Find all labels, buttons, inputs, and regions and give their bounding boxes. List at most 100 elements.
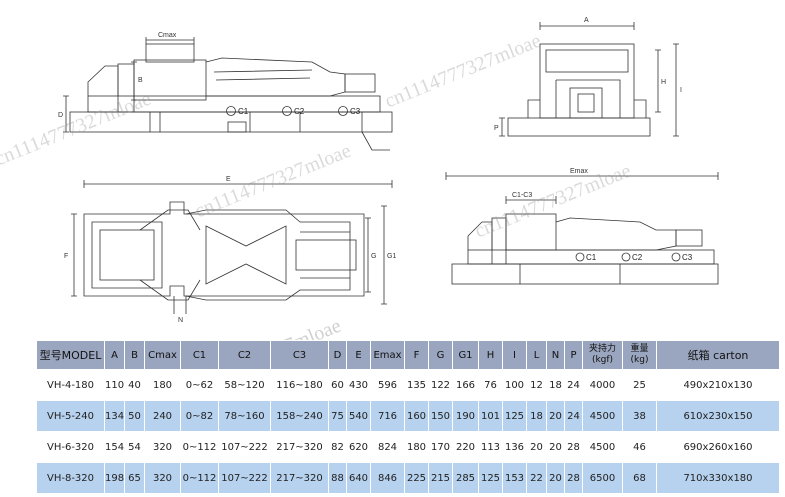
table-cell: 198: [104, 462, 125, 494]
header-b: B: [124, 340, 145, 370]
table-cell: 0~112: [180, 462, 219, 494]
table-cell: 4000: [582, 369, 623, 401]
table-cell: 100: [502, 369, 527, 401]
table-cell: 0~62: [180, 369, 219, 401]
header-a: A: [104, 340, 125, 370]
table-cell: 0~82: [180, 400, 219, 432]
table-cell: 154: [104, 431, 125, 463]
table-cell: 846: [370, 462, 405, 494]
g1-dimension-line: [381, 205, 387, 305]
table-header-row: 型号MODEL A B Cmax C1 C2 C3 D E Emax F G G…: [36, 340, 780, 370]
table-cell: 0~112: [180, 431, 219, 463]
label-c1: C1: [238, 107, 249, 116]
table-cell: 285: [452, 462, 479, 494]
table-cell: 4500: [582, 400, 623, 432]
table-cell: 6500: [582, 462, 623, 494]
table-cell: 716: [370, 400, 405, 432]
table-cell: 240: [144, 400, 181, 432]
l-leader-line: [361, 131, 390, 151]
label-f: F: [64, 253, 68, 260]
side-view-drawing: [69, 43, 393, 133]
table-cell: 76: [478, 369, 503, 401]
label-g: G: [371, 253, 376, 260]
table-cell: 125: [502, 400, 527, 432]
table-cell: 107~222: [218, 462, 271, 494]
label-c2-2: C2: [632, 253, 643, 262]
spec-table: 型号MODEL A B Cmax C1 C2 C3 D E Emax F G G…: [36, 340, 780, 494]
cell-model: VH-5-240: [36, 400, 105, 432]
table-cell: 78~160: [218, 400, 271, 432]
table-cell: 320: [144, 462, 181, 494]
table-cell: 28: [564, 431, 583, 463]
table-cell: 58~120: [218, 369, 271, 401]
header-model: 型号MODEL: [36, 340, 105, 370]
h-dimension-line: [655, 49, 661, 113]
table-cell: 88: [328, 462, 347, 494]
header-p: P: [564, 340, 583, 370]
a-dimension-line: [539, 22, 635, 30]
label-emax: Emax: [570, 168, 588, 175]
table-cell: 824: [370, 431, 405, 463]
side-view-open-drawing: [451, 213, 719, 285]
table-cell: 180: [404, 431, 429, 463]
b-dimension-line: [131, 61, 137, 101]
label-e: E: [226, 176, 231, 183]
cell-model: VH-4-180: [36, 369, 105, 401]
cell-model: VH-8-320: [36, 462, 105, 494]
label-b: B: [138, 77, 143, 84]
header-c3: C3: [270, 340, 329, 370]
table-cell: 134: [104, 400, 125, 432]
label-p: P: [494, 125, 499, 132]
table-cell: 170: [428, 431, 453, 463]
label-d: D: [58, 112, 63, 119]
table-cell: 150: [428, 400, 453, 432]
p-dimension-line: [499, 117, 505, 137]
c3-bolt-hole-2: [671, 252, 681, 262]
table-cell: 82: [328, 431, 347, 463]
table-cell: 46: [622, 431, 657, 463]
table-cell: 160: [404, 400, 429, 432]
e-dimension-line: [83, 180, 393, 188]
table-cell: 158~240: [270, 400, 329, 432]
table-cell: 107~222: [218, 431, 271, 463]
table-cell: 135: [404, 369, 429, 401]
c1-c3-dimension-line: [505, 196, 557, 204]
header-l: L: [526, 340, 547, 370]
d-dimension-line: [63, 95, 69, 133]
table-cell: 75: [328, 400, 347, 432]
header-cmax: Cmax: [144, 340, 181, 370]
table-cell: 166: [452, 369, 479, 401]
header-n: N: [546, 340, 565, 370]
table-cell: 122: [428, 369, 453, 401]
table-cell: 320: [144, 431, 181, 463]
table-cell: 20: [526, 431, 547, 463]
table-cell: 60: [328, 369, 347, 401]
table-cell: 217~320: [270, 431, 329, 463]
label-h: H: [661, 79, 666, 86]
technical-drawings: Cmax B D C1 C2 C3 E F G G1 N A H I P Ema…: [58, 17, 719, 324]
table-cell: 430: [346, 369, 371, 401]
table-cell: 54: [124, 431, 145, 463]
table-cell: 640: [346, 462, 371, 494]
table-cell: 710x330x180: [656, 462, 780, 494]
emax-dimension-line: [445, 172, 719, 180]
table-cell: 20: [546, 431, 565, 463]
table-cell: 190: [452, 400, 479, 432]
header-clamping-force: 夹持力 (kgf): [582, 340, 623, 370]
c1-bolt-hole: [226, 106, 236, 116]
table-cell: 65: [124, 462, 145, 494]
table-cell: 50: [124, 400, 145, 432]
label-c3-2: C3: [682, 253, 693, 262]
label-n: N: [178, 317, 183, 324]
g-dimension-line: [365, 217, 371, 293]
header-f: F: [404, 340, 429, 370]
table-cell: 38: [622, 400, 657, 432]
header-c1: C1: [180, 340, 219, 370]
c1-bolt-hole-2: [575, 252, 585, 262]
i-dimension-line: [673, 43, 679, 137]
table-cell: 220: [452, 431, 479, 463]
header-e: E: [346, 340, 371, 370]
